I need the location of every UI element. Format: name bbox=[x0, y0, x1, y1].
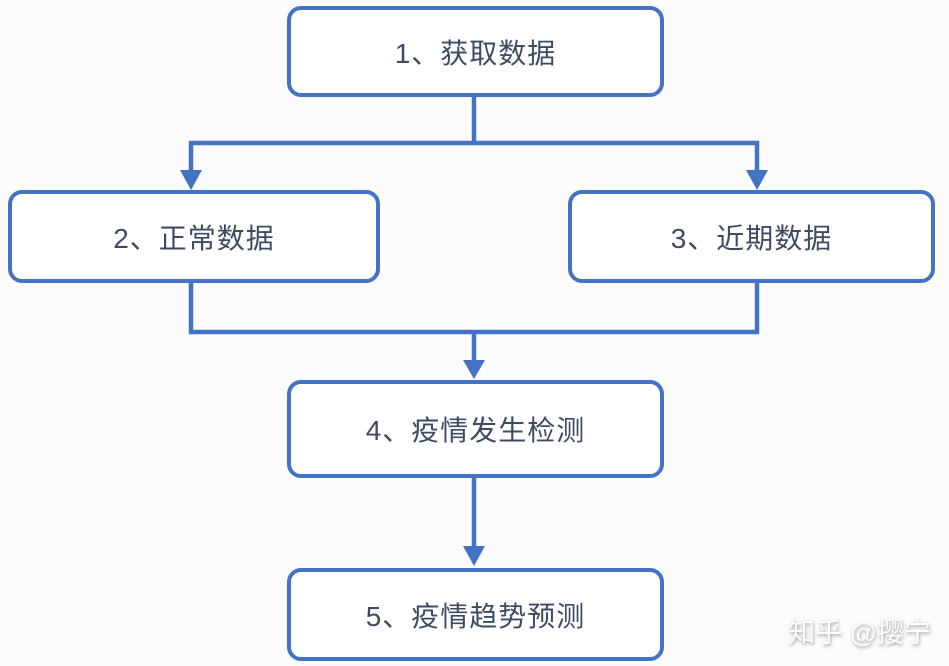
flow-node-step4-label: 4、疫情发生检测 bbox=[365, 415, 586, 446]
arrowhead-into-step3 bbox=[746, 170, 768, 190]
flow-node-step1: 1、获取数据 bbox=[287, 6, 664, 97]
arrowhead-into-step5 bbox=[463, 546, 485, 566]
connector-split-bar bbox=[188, 140, 760, 172]
connector-merge-bar bbox=[188, 283, 760, 335]
flow-node-step5-label: 5、疫情趋势预测 bbox=[365, 600, 586, 632]
flow-node-step4: 4、疫情发生检测 bbox=[287, 380, 664, 478]
flow-node-step3: 3、近期数据 bbox=[568, 190, 935, 283]
flow-node-step5: 5、疫情趋势预测 bbox=[287, 568, 664, 661]
flow-node-step2-label: 2、正常数据 bbox=[113, 222, 275, 254]
flow-node-step1-label: 1、获取数据 bbox=[394, 37, 557, 69]
flow-node-step2: 2、正常数据 bbox=[8, 190, 380, 283]
zhihu-watermark: 知乎 @撄宁 bbox=[788, 618, 931, 648]
flow-node-step3-label: 3、近期数据 bbox=[670, 222, 833, 254]
arrowhead-into-step2 bbox=[180, 170, 202, 190]
arrowhead-into-step4 bbox=[463, 360, 485, 379]
